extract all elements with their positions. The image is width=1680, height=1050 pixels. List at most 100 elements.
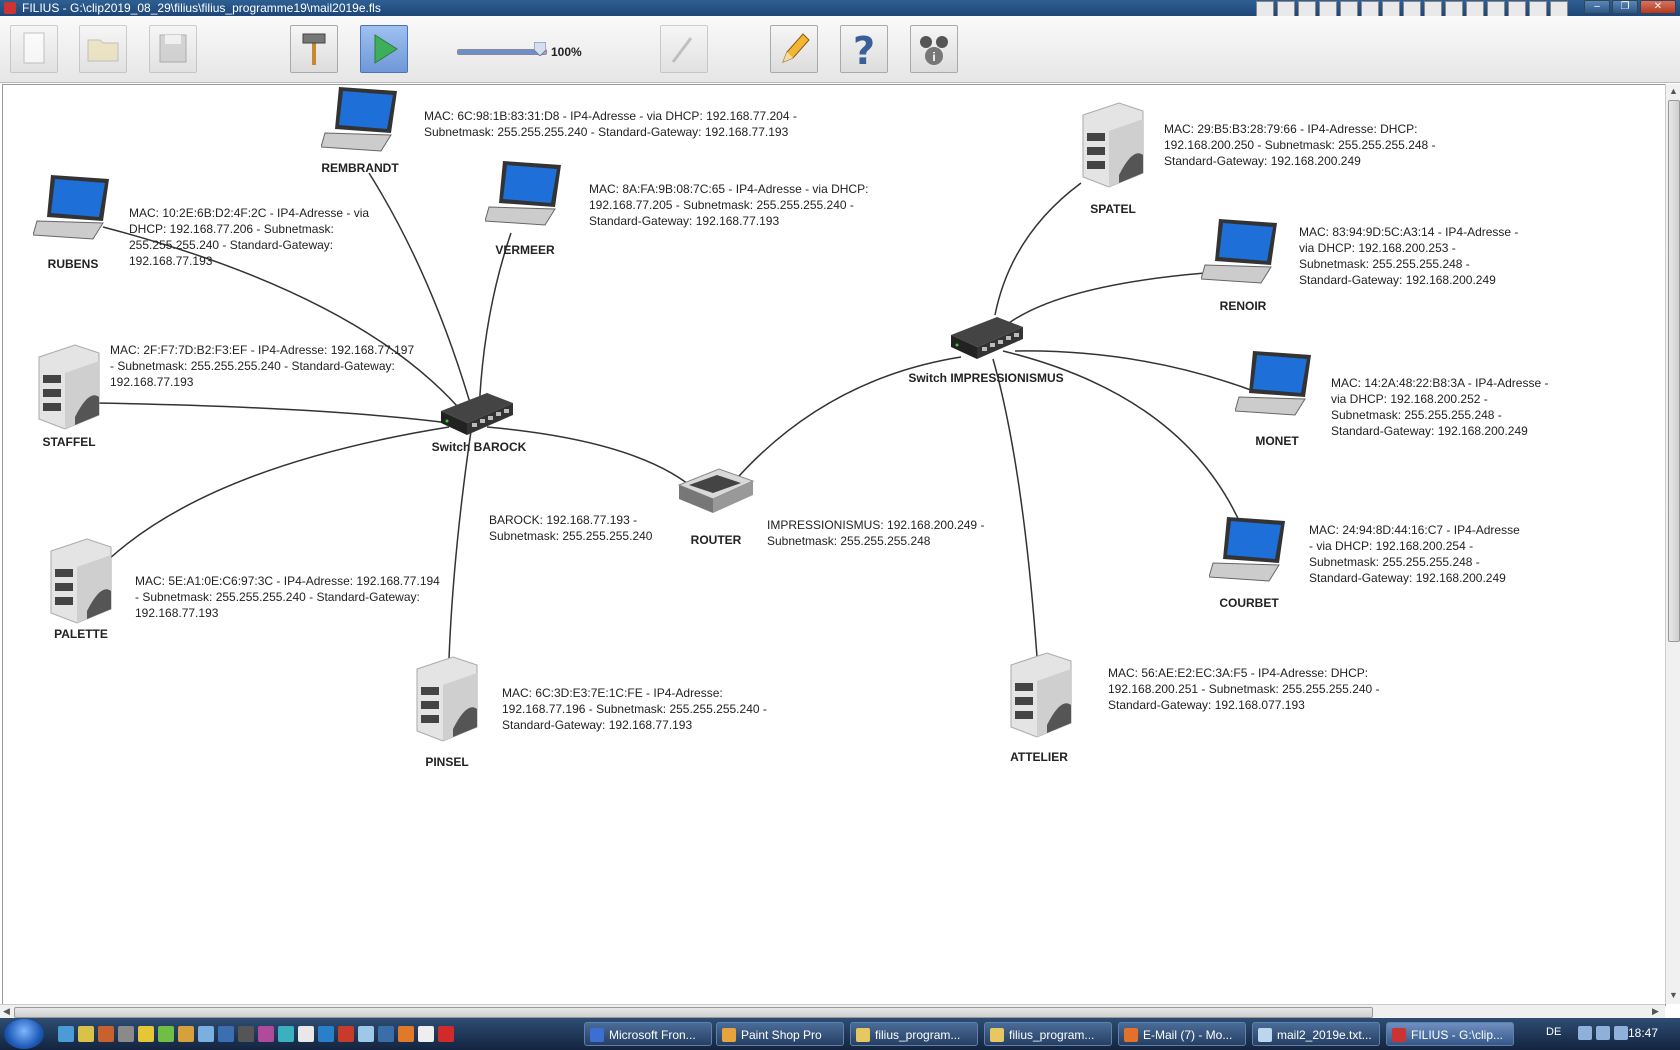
- open-file-button[interactable]: [79, 25, 127, 73]
- window-controls: – ❐ ✕: [1584, 0, 1676, 14]
- quicklaunch-icon[interactable]: [378, 1026, 394, 1042]
- vertical-scroll-thumb[interactable]: [1668, 100, 1680, 642]
- laptop-courbet[interactable]: [1209, 515, 1289, 589]
- task-folder-2[interactable]: filius_program...: [984, 1022, 1112, 1046]
- laptop-rembrandt[interactable]: [321, 85, 401, 159]
- task-paintshop[interactable]: Paint Shop Pro: [716, 1022, 844, 1046]
- tray-icon[interactable]: [1596, 1026, 1610, 1040]
- vertical-scrollbar[interactable]: ▲ ▼: [1665, 84, 1680, 1004]
- minimize-button[interactable]: –: [1584, 0, 1610, 14]
- tool-icon[interactable]: [1508, 1, 1526, 17]
- quicklaunch-icon[interactable]: [138, 1026, 154, 1042]
- new-file-button[interactable]: [10, 25, 58, 73]
- titlebar-tool-icons: [1256, 1, 1568, 17]
- laptop-monet[interactable]: [1235, 349, 1315, 423]
- quicklaunch-icon[interactable]: [218, 1026, 234, 1042]
- scroll-right-icon[interactable]: ▶: [1652, 1006, 1659, 1016]
- scroll-up-icon[interactable]: ▲: [1669, 86, 1678, 96]
- quicklaunch-icon[interactable]: [98, 1026, 114, 1042]
- system-tray: [1578, 1026, 1628, 1040]
- tool-icon[interactable]: [1403, 1, 1421, 17]
- tool-icon[interactable]: [1298, 1, 1316, 17]
- tool-icon[interactable]: [1277, 1, 1295, 17]
- server-pinsel[interactable]: [413, 655, 481, 745]
- scroll-left-icon[interactable]: ◀: [3, 1006, 10, 1016]
- info-spatel: MAC: 29:B5:B3:28:79:66 - IP4-Adresse: DH…: [1164, 122, 1436, 168]
- tray-icon[interactable]: [1614, 1026, 1628, 1040]
- zoom-slider-thumb[interactable]: [534, 42, 546, 56]
- quicklaunch-icon[interactable]: [398, 1026, 414, 1042]
- tool-icon[interactable]: [1487, 1, 1505, 17]
- quicklaunch-icon[interactable]: [338, 1026, 354, 1042]
- task-filius[interactable]: FILIUS - G:\clip...: [1386, 1022, 1514, 1046]
- quicklaunch-icon[interactable]: [78, 1026, 94, 1042]
- scroll-down-icon[interactable]: ▼: [1669, 990, 1678, 1000]
- zoom-slider-track[interactable]: [457, 49, 547, 55]
- cable-router-switch-impr: [730, 356, 962, 486]
- horizontal-scrollbar[interactable]: ◀ ▶: [0, 1004, 1665, 1019]
- task-folder-1[interactable]: filius_program...: [850, 1022, 978, 1046]
- quicklaunch-icon[interactable]: [58, 1026, 74, 1042]
- cable-palette-switch: [108, 426, 450, 560]
- quicklaunch-icon[interactable]: [438, 1026, 454, 1042]
- quicklaunch-icon[interactable]: [178, 1026, 194, 1042]
- network-canvas[interactable]: REMBRANDT MAC: 6C:98:1B:83:31:D8 - IP4-A…: [2, 84, 1666, 1006]
- tool-icon[interactable]: [1424, 1, 1442, 17]
- quicklaunch-icon[interactable]: [118, 1026, 134, 1042]
- label-monet: MONET: [1255, 434, 1299, 448]
- window-titlebar[interactable]: FILIUS - G:\clip2019_08_29\filius\filius…: [0, 0, 1680, 17]
- task-email[interactable]: E-Mail (7) - Mo...: [1118, 1022, 1246, 1046]
- start-button[interactable]: [4, 1019, 44, 1049]
- server-staffel[interactable]: [35, 343, 103, 433]
- simulation-mode-button[interactable]: [360, 25, 408, 73]
- tray-icon[interactable]: [1578, 1026, 1592, 1040]
- tool-icon[interactable]: [1550, 1, 1568, 17]
- cable-monet-switch-impr: [1014, 350, 1260, 394]
- info-courbet: MAC: 24:94:8D:44:16:C7 - IP4-Adresse- vi…: [1309, 523, 1520, 585]
- quicklaunch-icon[interactable]: [298, 1026, 314, 1042]
- laptop-vermeer[interactable]: [485, 159, 565, 233]
- quicklaunch-icon[interactable]: [238, 1026, 254, 1042]
- server-palette[interactable]: [47, 537, 115, 627]
- tool-icon[interactable]: [1319, 1, 1337, 17]
- quicklaunch-icon[interactable]: [318, 1026, 334, 1042]
- laptop-rubens[interactable]: [33, 173, 113, 247]
- language-indicator[interactable]: DE: [1546, 1026, 1562, 1038]
- quicklaunch-icon[interactable]: [358, 1026, 374, 1042]
- server-spatel[interactable]: [1079, 101, 1147, 191]
- label-courbet: COURBET: [1219, 596, 1279, 610]
- quicklaunch-icon[interactable]: [258, 1026, 274, 1042]
- close-button[interactable]: ✕: [1640, 0, 1676, 14]
- router[interactable]: [675, 467, 755, 517]
- tool-icon[interactable]: [1466, 1, 1484, 17]
- info-rubens: MAC: 10:2E:6B:D2:4F:2C - IP4-Adresse - v…: [129, 206, 370, 268]
- design-mode-button[interactable]: [290, 25, 338, 73]
- wizard-button[interactable]: [660, 25, 708, 73]
- tool-icon[interactable]: [1382, 1, 1400, 17]
- maximize-button[interactable]: ❐: [1612, 0, 1638, 14]
- tool-icon[interactable]: [1256, 1, 1274, 17]
- quicklaunch-icon[interactable]: [418, 1026, 434, 1042]
- tool-icon[interactable]: [1529, 1, 1547, 17]
- switch-barock[interactable]: [439, 391, 515, 437]
- task-notepad[interactable]: mail2_2019e.txt...: [1252, 1022, 1380, 1046]
- windows-taskbar: Microsoft Fron... Paint Shop Pro filius_…: [0, 1018, 1680, 1050]
- cable-rembrandt-switch: [368, 172, 474, 414]
- clock[interactable]: 18:47: [1628, 1026, 1659, 1040]
- documentation-button[interactable]: [770, 25, 818, 73]
- switch-impressionismus[interactable]: [949, 315, 1025, 361]
- laptop-renoir[interactable]: [1201, 217, 1281, 291]
- save-button[interactable]: [149, 25, 197, 73]
- help-button[interactable]: ?: [840, 25, 888, 73]
- horizontal-scroll-thumb[interactable]: [14, 1007, 1373, 1018]
- tool-icon[interactable]: [1361, 1, 1379, 17]
- quicklaunch-icon[interactable]: [198, 1026, 214, 1042]
- task-frontpage[interactable]: Microsoft Fron...: [584, 1022, 712, 1046]
- label-switch-impressionismus: Switch IMPRESSIONISMUS: [908, 371, 1064, 385]
- server-attelier[interactable]: [1007, 651, 1075, 741]
- tool-icon[interactable]: [1445, 1, 1463, 17]
- quicklaunch-icon[interactable]: [278, 1026, 294, 1042]
- quicklaunch-icon[interactable]: [158, 1026, 174, 1042]
- info-button[interactable]: i: [910, 25, 958, 73]
- tool-icon[interactable]: [1340, 1, 1358, 17]
